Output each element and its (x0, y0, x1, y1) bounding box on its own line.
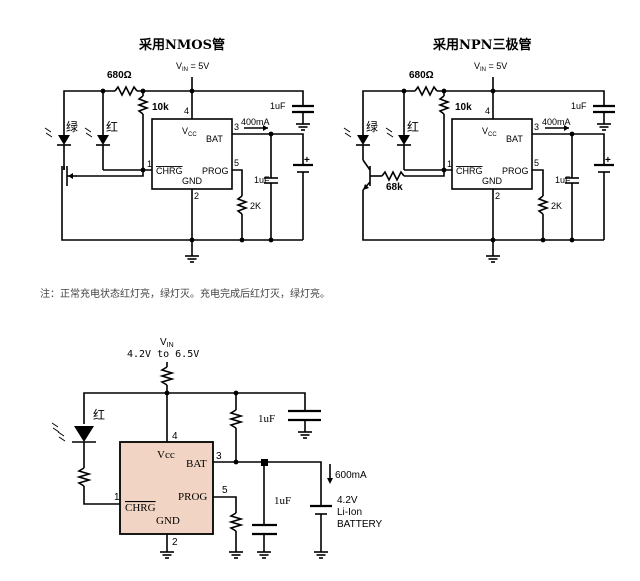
npn-rb (381, 170, 405, 182)
pin-label: 2 (495, 191, 500, 201)
ic-bat-label: BAT (186, 458, 207, 470)
pin-label: 5 (534, 158, 539, 168)
npn-r2 (437, 95, 451, 115)
npn-r2-label: 10k (455, 102, 472, 113)
nmos-ic (151, 118, 233, 190)
red-led (398, 135, 410, 145)
single-led-resistor (76, 467, 92, 487)
pin-label: 1 (147, 159, 152, 169)
single-red-led (74, 426, 94, 442)
nmos-wire (63, 90, 115, 135)
pin-label: 3 (216, 451, 222, 462)
single-cap1-label: 1uF (258, 413, 275, 425)
nmos-rprog (235, 195, 249, 215)
npn-ic (451, 118, 533, 190)
pin-label: 1 (447, 159, 452, 169)
green-led (58, 135, 70, 145)
single-vin-range: 4.2V to 6.5V (127, 349, 199, 360)
ic-vcc-label: VCC (182, 126, 197, 138)
nmos-title: 采用NMOS管 (138, 37, 225, 53)
npn-title: 采用NPN三极管 (432, 37, 532, 53)
single-vin-resistor (159, 366, 175, 386)
pin-label: 5 (234, 158, 239, 168)
ic-gnd-label: GND (182, 176, 203, 186)
nmos-r1 (114, 85, 138, 97)
nmos-rprog-label: 2K (250, 201, 261, 211)
nmos-vin-label: VIN = 5V (176, 61, 209, 73)
nmos-circuit: 采用NMOS管 VIN = 5V 680Ω 10k 1uF 绿 红 (44, 37, 314, 263)
pin-label: 5 (222, 485, 228, 496)
single-cap2-label: 1uF (274, 495, 291, 507)
nmos-r1-label: 680Ω (107, 70, 132, 81)
npn-cap2-label: 1uF (555, 175, 571, 185)
npn-rprog (536, 195, 550, 215)
ic-gnd-label: GND (482, 176, 503, 186)
single-vin-label: VIN (160, 337, 174, 349)
battery-type: Li-Ion (337, 507, 362, 518)
pin-label: 3 (234, 122, 239, 132)
single-bat-resistor (228, 409, 244, 429)
ic-prog-label: PROG (178, 491, 207, 503)
battery-label: BATTERY (337, 519, 383, 530)
ic-vcc-label: VCC (482, 126, 497, 138)
single-red-label: 红 (93, 407, 105, 422)
npn-rb-label: 68k (386, 182, 403, 193)
battery-plus: + (304, 155, 310, 166)
ic-bat-label: BAT (206, 134, 223, 144)
npn-circuit: 采用NPN三极管 VIN = 5V 680Ω 10k 1uF 绿 红 (343, 37, 615, 263)
ic-bat-label: BAT (506, 134, 523, 144)
single-ic (119, 441, 214, 535)
single-prog-resistor (228, 512, 244, 532)
ic-chrg-label: CHRG (456, 166, 483, 176)
ic-chrg-label: CHRG (156, 166, 183, 176)
battery-voltage: 4.2V (337, 495, 358, 506)
pin-label: 1 (114, 492, 120, 503)
nmos-cap1-label: 1uF (270, 101, 286, 111)
red-led (97, 135, 109, 145)
ic-gnd-label: GND (156, 515, 180, 527)
nmos-cap2-label: 1uF (254, 175, 270, 185)
npn-current-label: 400mA (542, 117, 571, 127)
nmos-green-label: 绿 (66, 119, 78, 134)
ic-prog-label: PROG (202, 166, 229, 176)
npn-vin-label: VIN = 5V (474, 61, 507, 73)
pin-label: 2 (194, 191, 199, 201)
nmos-current-label: 400mA (241, 117, 270, 127)
nmos-red-label: 红 (106, 119, 118, 134)
npn-rprog-label: 2K (551, 201, 562, 211)
ic-vcc-label: Vcc (157, 449, 175, 461)
ic-prog-label: PROG (502, 166, 529, 176)
single-led-circuit: VIN 4.2V to 6.5V 1uF 红 4 1 3 5 2 Vcc BAT… (51, 337, 383, 559)
nmos-r2-label: 10k (152, 102, 169, 113)
npn-cap1-label: 1uF (571, 101, 587, 111)
battery-plus: + (605, 155, 611, 166)
npn-r1-label: 680Ω (409, 70, 434, 81)
note-text: 注：正常充电状态红灯亮，绿灯灭。充电完成后红灯灭，绿灯亮。 (40, 287, 330, 300)
npn-green-label: 绿 (366, 119, 378, 134)
pin-label: 2 (172, 537, 178, 548)
pin-label: 4 (184, 106, 189, 116)
pin-label: 4 (172, 431, 178, 442)
ic-chrg-label: CHRG (125, 502, 156, 514)
nmos-r2 (136, 95, 150, 115)
pin-label: 4 (485, 106, 490, 116)
npn-r1 (414, 85, 438, 97)
single-current-label: 600mA (335, 470, 367, 481)
pin-label: 3 (534, 122, 539, 132)
npn-red-label: 红 (407, 119, 419, 134)
green-led (357, 135, 369, 145)
